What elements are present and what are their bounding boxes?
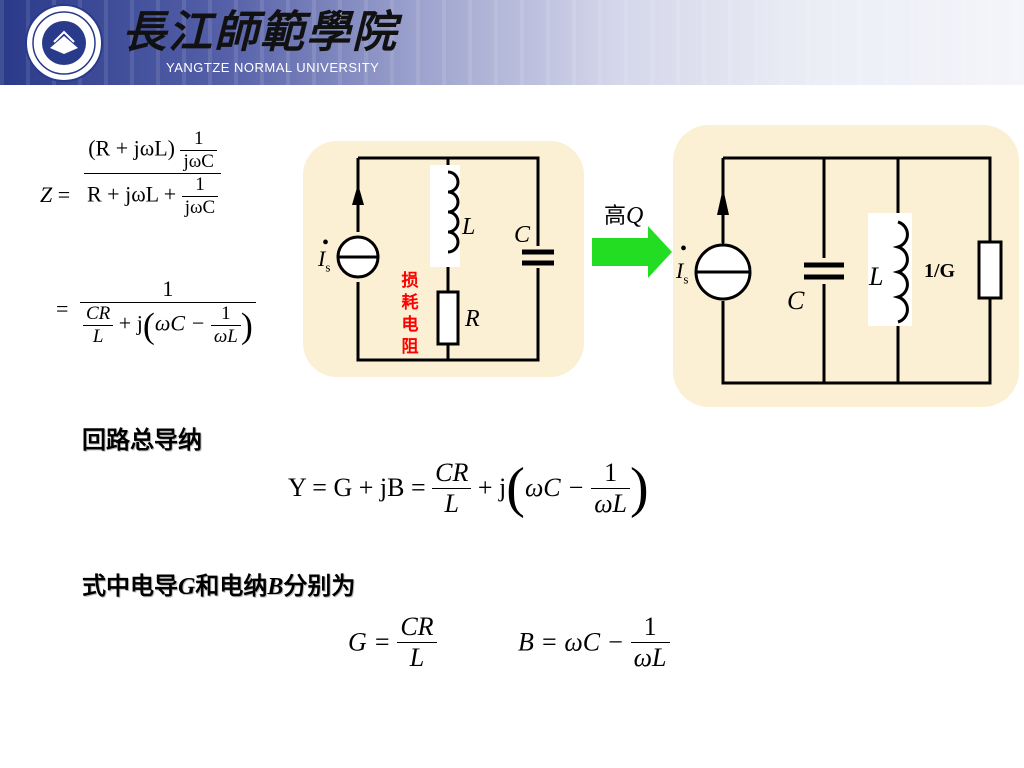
- left-current-source: [336, 184, 380, 282]
- right-source-label: Is: [676, 258, 689, 287]
- school-name-cn: 長江師範學院: [122, 7, 398, 58]
- right-current-source: [694, 188, 752, 301]
- right-C-label: C: [787, 286, 805, 315]
- right-L-label: L: [869, 262, 884, 291]
- high-q-label: 高Q: [604, 203, 644, 229]
- left-R-label: R: [465, 306, 480, 332]
- left-capacitor: [520, 246, 556, 268]
- right-conductance: [977, 240, 1003, 300]
- circuit-diagram: [303, 125, 1019, 407]
- university-seal-icon: [25, 4, 103, 82]
- left-C-label: C: [514, 222, 531, 248]
- heading-total-admittance: 回路总导纳: [82, 426, 202, 454]
- loss-resistor-label: 损耗电阻: [401, 271, 419, 357]
- right-capacitor: [800, 258, 848, 284]
- header-banner: 長江師範學院 YANGTZE NORMAL UNIVERSITY: [0, 0, 1024, 85]
- left-dot-label: •: [322, 232, 330, 254]
- left-inductor: [430, 165, 460, 267]
- heading-conductance-susceptance: 式中电导G和电纳B分别为: [82, 572, 356, 600]
- left-source-label: Is: [318, 246, 331, 275]
- school-name-en: YANGTZE NORMAL UNIVERSITY: [166, 60, 380, 75]
- high-q-arrow: [592, 226, 672, 278]
- right-G-label: 1/G: [924, 260, 956, 282]
- banner-stripes: [0, 0, 1024, 85]
- right-inductor: [868, 213, 912, 326]
- left-L-label: L: [462, 214, 476, 240]
- left-resistor: [436, 290, 460, 346]
- right-dot-label: •: [680, 238, 688, 260]
